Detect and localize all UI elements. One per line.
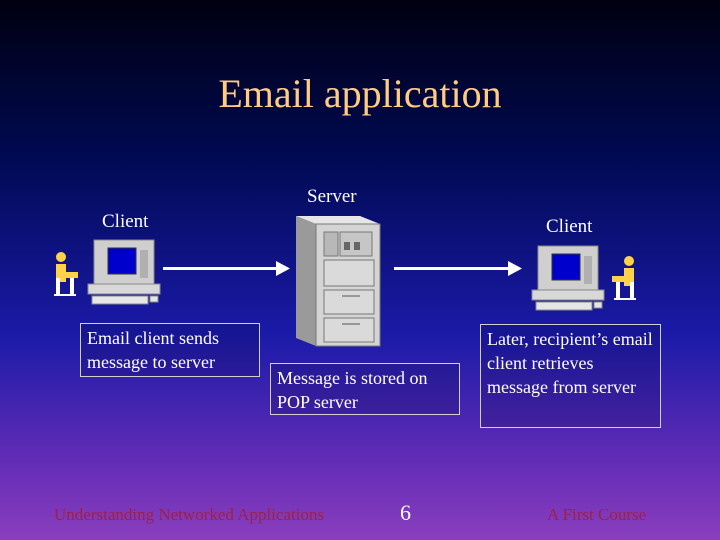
person-icon-left <box>54 252 78 296</box>
right-client-description: Later, recipient’s email client retrieve… <box>480 324 661 428</box>
arrow-to-server <box>163 267 278 270</box>
arrow-head-icon <box>276 261 290 276</box>
person-icon-right <box>612 256 636 300</box>
left-client-description: Email client sends message to server <box>80 323 260 377</box>
page-number: 6 <box>400 500 411 525</box>
arrow-to-client <box>394 267 510 270</box>
footer-subtitle: A First Course <box>547 505 647 524</box>
server-label: Server <box>307 186 357 207</box>
computer-icon-right <box>531 245 605 311</box>
arrow-head-icon <box>508 261 522 276</box>
right-client-label: Client <box>546 216 593 237</box>
server-icon <box>296 216 381 347</box>
computer-icon-left <box>87 239 161 305</box>
server-description: Message is stored on POP server <box>270 363 460 415</box>
left-client-label: Client <box>102 211 149 232</box>
slide-title: Email application <box>218 71 502 116</box>
footer-course-name: Understanding Networked Applications <box>54 505 325 524</box>
